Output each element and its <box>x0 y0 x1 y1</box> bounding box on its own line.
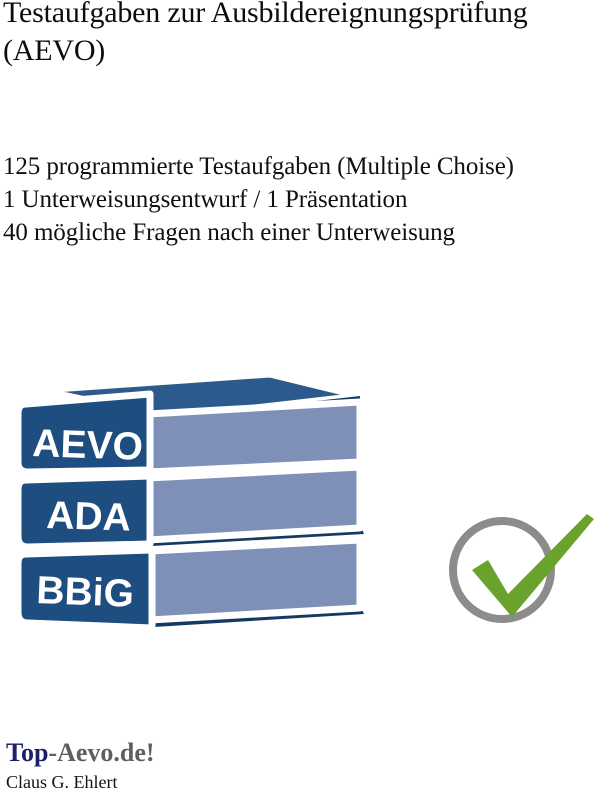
stacked-books-illustration: BBiG ADA <box>8 368 388 636</box>
book-aevo: AEVO <box>14 370 364 476</box>
title-line-1: Testaufgaben zur Ausbildereignungsprüfun… <box>3 0 528 29</box>
brand-logo: Top-Aevo.de! <box>6 738 406 768</box>
title-line-2: (AEVO) <box>3 34 106 67</box>
check-circle-icon <box>448 508 598 633</box>
book-bbig: BBiG <box>14 536 364 632</box>
brand-suffix: -Aevo.de! <box>48 738 155 767</box>
book-label-aevo: AEVO <box>32 422 144 469</box>
description-line-3: 40 mögliche Fragen nach einer Unterweisu… <box>3 219 455 246</box>
author-name: Claus G. Ehlert <box>6 772 118 792</box>
book-ada: ADA <box>14 463 364 551</box>
page-title: Testaufgaben zur Ausbildereignungsprüfun… <box>3 0 611 70</box>
description-line-2: 1 Unterweisungsentwurf / 1 Präsentation <box>3 186 408 213</box>
brand-prefix: Top <box>6 738 49 767</box>
description-line-1: 125 programmierte Testaufgaben (Multiple… <box>3 153 514 180</box>
book-label-ada: ADA <box>46 494 132 540</box>
cover-description: 125 programmierte Testaufgaben (Multiple… <box>3 150 611 249</box>
book-label-bbig: BBiG <box>36 569 135 616</box>
footer-block: Top-Aevo.de! Claus G. Ehlert <box>6 738 406 793</box>
check-glyph <box>472 514 594 617</box>
